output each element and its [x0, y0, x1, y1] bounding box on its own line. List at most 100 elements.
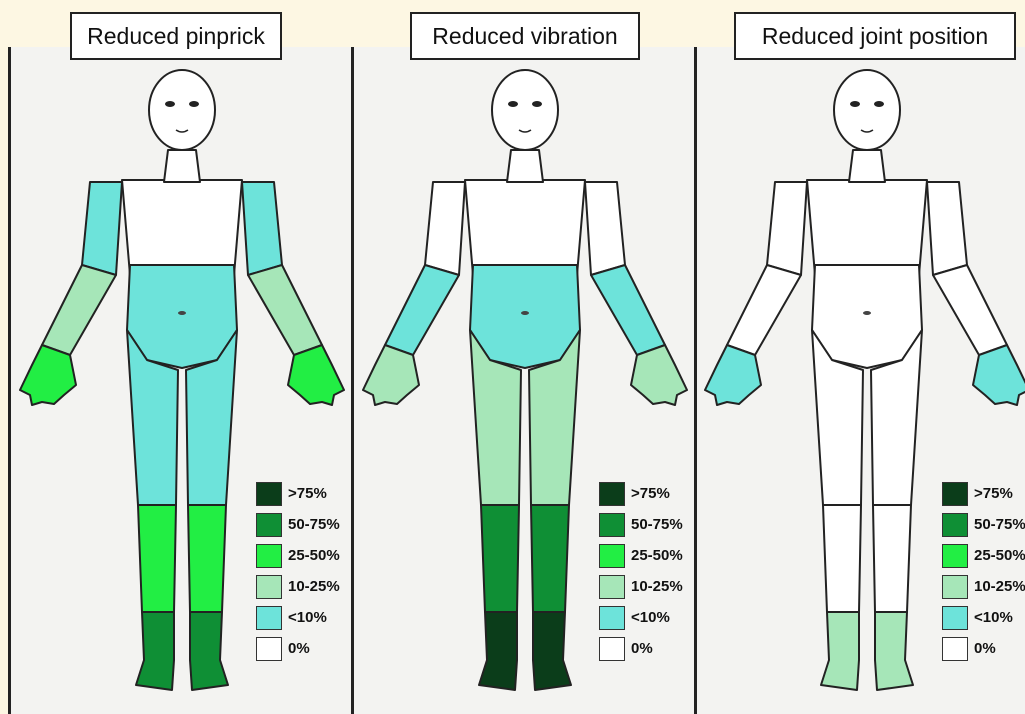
- legend-row: 0%: [942, 635, 1025, 662]
- legend-swatch: [599, 482, 625, 506]
- legend-row: >75%: [942, 480, 1025, 507]
- legend-row: <10%: [256, 604, 340, 631]
- eye-right: [532, 101, 542, 107]
- hand-region-right: [631, 345, 687, 405]
- legend-pinprick: >75% 50-75% 25-50% 10-25% <10% 0%: [256, 480, 340, 666]
- shin-region-right: [188, 505, 226, 612]
- legend-row: 0%: [256, 635, 340, 662]
- upper-arm-region-left: [82, 182, 122, 275]
- shin-region-right: [873, 505, 911, 612]
- panel-title-joint-position: Reduced joint position: [734, 12, 1016, 60]
- shin-region-left: [138, 505, 176, 612]
- lower-leg-region-left: [479, 612, 517, 690]
- legend-label: 10-25%: [288, 578, 340, 595]
- eye-left: [850, 101, 860, 107]
- hand-region-left: [705, 345, 761, 405]
- legend-row: 25-50%: [942, 542, 1025, 569]
- legend-label: 0%: [974, 640, 996, 657]
- legend-label: 0%: [631, 640, 653, 657]
- legend-label: >75%: [974, 485, 1013, 502]
- legend-label: >75%: [288, 485, 327, 502]
- legend-label: 50-75%: [974, 516, 1025, 533]
- upper-arm-region-left: [425, 182, 465, 275]
- legend-swatch: [256, 637, 282, 661]
- hand-region-left: [20, 345, 76, 405]
- legend-row: 0%: [599, 635, 683, 662]
- shin-region-left: [481, 505, 519, 612]
- legend-row: 25-50%: [599, 542, 683, 569]
- legend-row: 50-75%: [599, 511, 683, 538]
- lower-leg-region-left: [136, 612, 174, 690]
- chest-region: [807, 180, 927, 275]
- navel: [863, 311, 871, 315]
- legend-swatch: [942, 575, 968, 599]
- legend-label: <10%: [288, 609, 327, 626]
- legend-label: >75%: [631, 485, 670, 502]
- upper-arm-region-left: [767, 182, 807, 275]
- lower-leg-region-left: [821, 612, 859, 690]
- legend-label: <10%: [974, 609, 1013, 626]
- head: [492, 70, 558, 150]
- neck: [164, 150, 200, 182]
- forearm-region-right: [248, 265, 322, 355]
- neck: [507, 150, 543, 182]
- legend-row: >75%: [599, 480, 683, 507]
- forearm-region-left: [727, 265, 801, 355]
- legend-swatch: [942, 482, 968, 506]
- navel: [178, 311, 186, 315]
- legend-row: 50-75%: [942, 511, 1025, 538]
- legend-swatch: [599, 575, 625, 599]
- head: [149, 70, 215, 150]
- legend-label: 10-25%: [974, 578, 1025, 595]
- eye-right: [874, 101, 884, 107]
- abdomen-region: [127, 265, 237, 368]
- legend-label: 25-50%: [974, 547, 1025, 564]
- abdomen-region: [470, 265, 580, 368]
- legend-swatch: [599, 544, 625, 568]
- legend-swatch: [599, 606, 625, 630]
- legend-label: 0%: [288, 640, 310, 657]
- legend-row: <10%: [599, 604, 683, 631]
- legend-swatch: [256, 482, 282, 506]
- chest-region: [122, 180, 242, 275]
- legend-row: <10%: [942, 604, 1025, 631]
- legend-swatch: [599, 637, 625, 661]
- eye-left: [165, 101, 175, 107]
- hand-region-left: [363, 345, 419, 405]
- legend-vibration: >75% 50-75% 25-50% 10-25% <10% 0%: [599, 480, 683, 666]
- shin-region-left: [823, 505, 861, 612]
- shin-region-right: [531, 505, 569, 612]
- lower-leg-region-right: [190, 612, 228, 690]
- forearm-region-right: [591, 265, 665, 355]
- forearm-region-left: [385, 265, 459, 355]
- legend-label: 50-75%: [288, 516, 340, 533]
- upper-arm-region-right: [585, 182, 625, 275]
- chest-region: [465, 180, 585, 275]
- panel-title-vibration: Reduced vibration: [410, 12, 640, 60]
- legend-row: 10-25%: [256, 573, 340, 600]
- legend-swatch: [942, 513, 968, 537]
- legend-swatch: [256, 513, 282, 537]
- legend-swatch: [942, 637, 968, 661]
- legend-label: 25-50%: [288, 547, 340, 564]
- legend-row: 50-75%: [256, 511, 340, 538]
- legend-swatch: [256, 606, 282, 630]
- lower-leg-region-right: [533, 612, 571, 690]
- lower-leg-region-right: [875, 612, 913, 690]
- legend-swatch: [942, 544, 968, 568]
- legend-swatch: [942, 606, 968, 630]
- legend-joint-position: >75% 50-75% 25-50% 10-25% <10% 0%: [942, 480, 1025, 666]
- hand-region-right: [288, 345, 344, 405]
- eye-right: [189, 101, 199, 107]
- panel-title-pinprick: Reduced pinprick: [70, 12, 282, 60]
- legend-row: 10-25%: [599, 573, 683, 600]
- legend-row: 10-25%: [942, 573, 1025, 600]
- legend-row: >75%: [256, 480, 340, 507]
- forearm-region-right: [933, 265, 1007, 355]
- legend-swatch: [256, 544, 282, 568]
- legend-swatch: [256, 575, 282, 599]
- legend-label: 25-50%: [631, 547, 683, 564]
- legend-label: <10%: [631, 609, 670, 626]
- upper-arm-region-right: [242, 182, 282, 275]
